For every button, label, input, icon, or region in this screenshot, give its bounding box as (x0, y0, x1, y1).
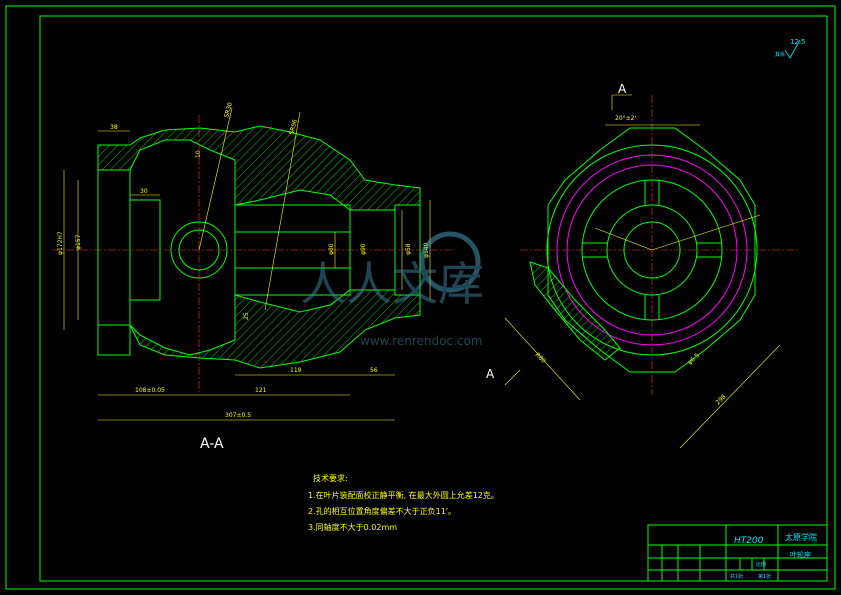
dim-sr96: SR96 (288, 118, 299, 135)
tech-item-3: 3.同轴度不大于0.02mm (308, 522, 397, 532)
tech-requirements: 技术要求: 1.在叶片装配面校正静平衡, 在最大外圆上允差12克。 2.孔的相互… (308, 473, 499, 532)
dim-56: 56 (370, 367, 378, 374)
dim-phi58: φ58 (405, 243, 412, 255)
section-view: 38 30 φ157 φ172H7 φ80 φ90 φ140 φ58 108±0… (52, 101, 455, 452)
dim-38: 38 (110, 124, 118, 131)
section-marker-bottom: A (486, 367, 495, 381)
section-marker-top: A (618, 82, 627, 96)
dim-phi90: φ90 (360, 243, 367, 255)
dim-108: 108±0.05 (135, 387, 165, 394)
dim-r80: R80 (534, 351, 547, 364)
roughness-note: 其余 (775, 51, 785, 58)
watermark-url: www.renrendoc.com (360, 334, 482, 348)
watermark-text: 人人文库 (300, 257, 484, 311)
section-title: A-A (200, 436, 224, 452)
dim-phi80: φ80 (328, 243, 335, 255)
dim-119: 119 (290, 367, 302, 374)
outer-border (5, 5, 836, 590)
tb-scale: 比例 (756, 561, 766, 568)
tb-school: 太原学院 (785, 532, 817, 542)
tb-material: HT200 (734, 536, 764, 546)
dim-phi172: φ172H7 (57, 231, 64, 255)
dim-phi157: φ157 (75, 234, 82, 250)
roughness-value: 12.5 (790, 38, 806, 46)
tech-item-1: 1.在叶片装配面校正静平衡, 在最大外圆上允差12克。 (308, 490, 499, 500)
end-view: A A 20°±2' R80 298 φ6.5 (486, 82, 800, 449)
dim-121: 121 (255, 387, 267, 394)
title-block: HT200 太原学院 叶轮座 比例 共1张 第1张 (647, 524, 828, 582)
dim-sr30: SR30 (223, 101, 234, 118)
tb-sheet: 共1张 (730, 573, 743, 580)
inner-border (39, 15, 828, 582)
watermark: 人人文库 www.renrendoc.com (300, 231, 484, 348)
tech-title: 技术要求: (313, 473, 348, 483)
tb-part-name: 叶轮座 (790, 550, 811, 559)
dim-298: 298 (714, 393, 727, 406)
tb-sheet2: 第1张 (758, 573, 771, 580)
roughness-symbol: 12.5 其余 (775, 38, 806, 59)
dim-angle: 20°±2' (615, 115, 636, 122)
dim-307: 307±0.5 (225, 412, 251, 419)
dim-10: 10 (195, 150, 202, 158)
dim-25: 25 (243, 312, 250, 320)
tech-item-2: 2.孔的相互位置角度偏差不大于正负11'。 (308, 506, 456, 516)
dim-30: 30 (140, 188, 148, 195)
